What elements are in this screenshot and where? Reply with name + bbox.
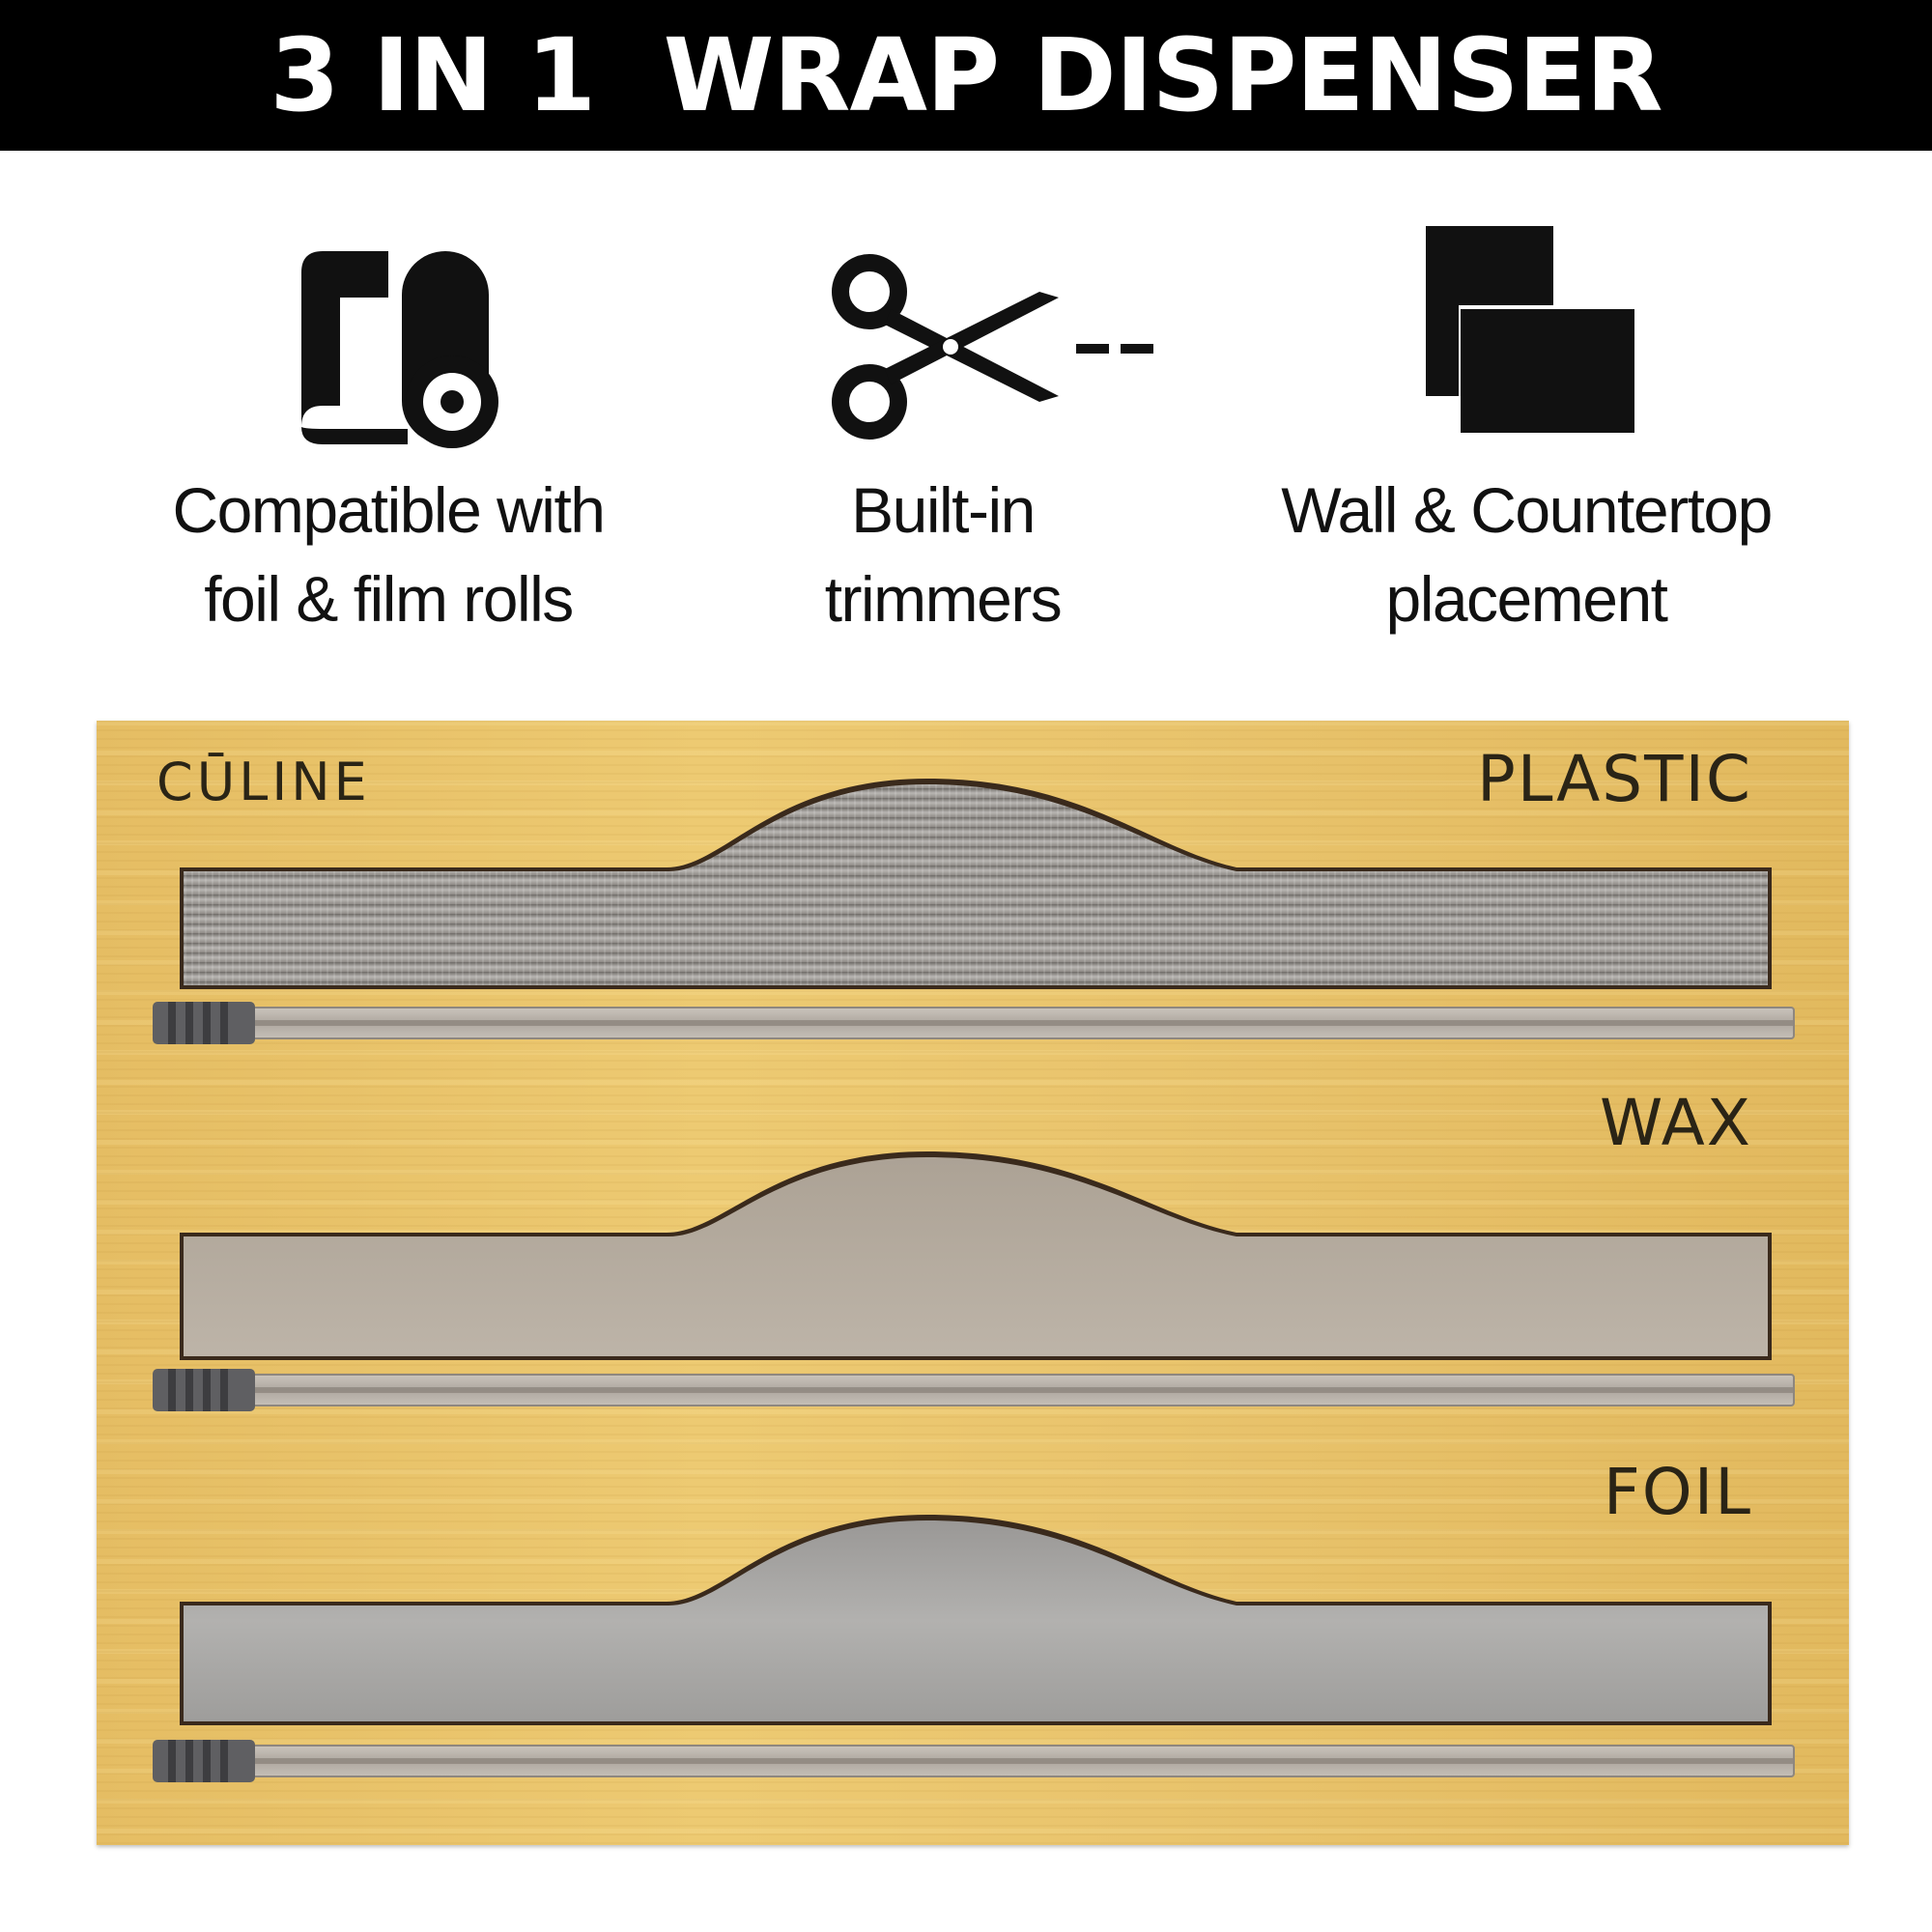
stacked-squares-icon (1236, 213, 1816, 454)
scissors-icon (653, 213, 1233, 454)
cutter-rail-wax (155, 1374, 1795, 1406)
plastic-slot (180, 779, 1772, 989)
brand-logo: CŪLINE (156, 752, 371, 812)
lane-label-wax: WAX (1599, 1086, 1752, 1160)
feature-caption: Wall & Countertop placement (1236, 466, 1816, 643)
title-banner: 3 IN 1 WRAP DISPENSER (0, 0, 1932, 151)
caption-line-1: Built-in (851, 474, 1036, 546)
caption-line-2: foil & film rolls (204, 563, 574, 635)
slide-cutter-wax[interactable] (153, 1369, 255, 1411)
cutter-rail-plastic (155, 1007, 1795, 1039)
feature-caption: Built-in trimmers (653, 466, 1233, 643)
caption-line-1: Compatible with (172, 474, 606, 546)
feature-caption: Compatible with foil & film rolls (99, 466, 678, 643)
slide-cutter-foil[interactable] (153, 1740, 255, 1782)
caption-line-1: Wall & Countertop (1281, 474, 1773, 546)
banner-title: 3 IN 1 WRAP DISPENSER (270, 16, 1662, 134)
caption-line-2: placement (1385, 563, 1668, 635)
foil-slot (180, 1515, 1772, 1725)
cutter-rail-foil (155, 1745, 1795, 1777)
lane-label-plastic: PLASTIC (1477, 742, 1752, 816)
wrap-roll-icon (99, 213, 678, 454)
roll-slots (180, 779, 1772, 1725)
wax-slot (180, 1151, 1772, 1360)
dispenser-board: CŪLINE PLASTIC WAX FOIL (97, 721, 1849, 1845)
caption-line-2: trimmers (824, 563, 1063, 635)
slide-cutter-plastic[interactable] (153, 1002, 255, 1044)
lane-label-foil: FOIL (1603, 1455, 1752, 1529)
